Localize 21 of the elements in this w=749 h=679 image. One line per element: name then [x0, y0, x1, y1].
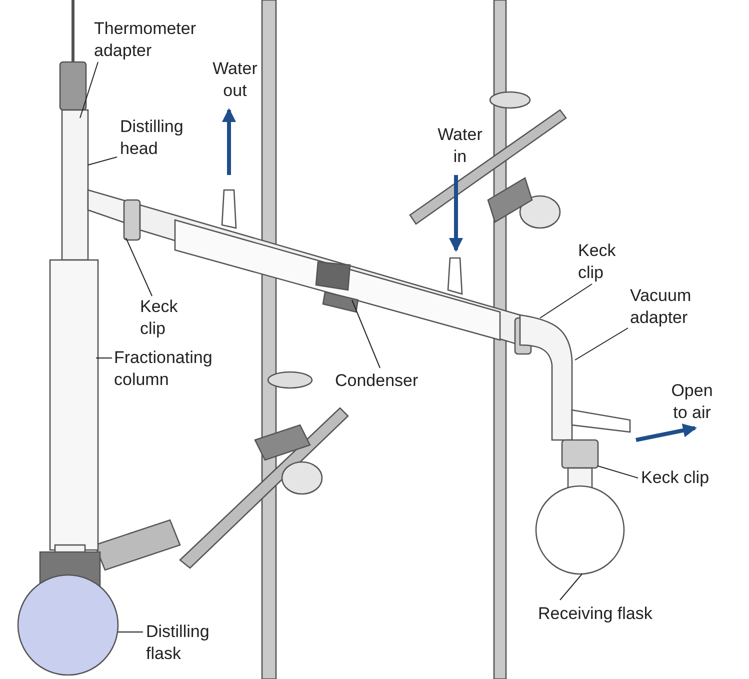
part-label: Distilling flask	[146, 621, 210, 665]
leader-line	[126, 238, 152, 296]
part-label: Vacuum adapter	[630, 285, 692, 329]
leader-line	[80, 62, 98, 118]
part-label: Keck clip	[140, 296, 179, 340]
part-label: Condenser	[335, 370, 420, 392]
part-label: Keck clip	[578, 240, 617, 284]
leader-line	[540, 284, 592, 318]
part-label: Keck clip	[641, 467, 710, 489]
part-label: Fractionating column	[114, 347, 214, 391]
flow-label: Water in	[436, 124, 484, 168]
flow-label: Water out	[212, 58, 258, 102]
part-label: Thermometer adapter	[94, 18, 198, 62]
flow-label: Open to air	[670, 380, 714, 424]
leader-line	[88, 156, 118, 166]
leader-line	[352, 300, 380, 368]
leader-line	[560, 574, 582, 600]
part-label: Receiving flask	[538, 603, 654, 625]
part-label: Distilling head	[120, 116, 184, 160]
leader-line	[574, 328, 628, 360]
leader-line	[598, 466, 638, 478]
